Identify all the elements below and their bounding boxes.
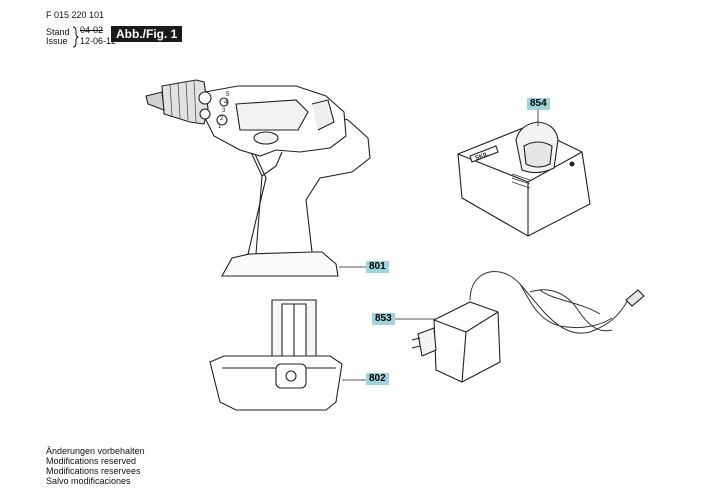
header-brace	[72, 26, 80, 48]
issue-value: 12-06-12	[80, 36, 117, 46]
stand-value: 04-02	[80, 25, 104, 35]
battery-illustration	[209, 299, 343, 411]
issue-label: Issue	[46, 36, 68, 46]
charger-vent	[511, 173, 531, 189]
part-number: F 015 220 101	[46, 10, 105, 20]
figure-label: Abb./Fig. 1	[111, 26, 183, 42]
scale-2: 2	[220, 116, 224, 122]
drill-switch	[253, 131, 279, 145]
notice-en: Modifications reserved	[46, 456, 137, 466]
drill-scale: 1 2 3 4 5	[218, 92, 230, 130]
power-supply-illustration	[411, 270, 645, 383]
scale-1: 1	[218, 124, 222, 130]
charger-brand: SKIL	[475, 151, 490, 161]
callout-802: 802	[366, 373, 389, 385]
callout-853: 853	[372, 313, 395, 325]
drill-illustration	[145, 79, 371, 277]
notice-fr: Modifications reservees	[46, 466, 141, 476]
notice-de: Änderungen vorbehalten	[46, 446, 145, 456]
scale-3: 3	[222, 108, 226, 114]
callout-801: 801	[366, 261, 389, 273]
adapter-body	[433, 301, 501, 383]
power-cord	[469, 270, 629, 334]
drill-base	[221, 251, 339, 277]
drill-bit-tip	[145, 91, 165, 111]
scale-4: 4	[224, 100, 228, 106]
modifications-notice: Änderungen vorbehalten Modifications res…	[46, 446, 145, 486]
notice-es: Salvo modificaciones	[46, 476, 131, 486]
stand-label: Stand	[46, 27, 70, 37]
callout-854: 854	[527, 98, 550, 110]
adapter-plug	[417, 327, 437, 357]
charger-illustration	[457, 121, 591, 237]
scale-5: 5	[226, 92, 230, 98]
